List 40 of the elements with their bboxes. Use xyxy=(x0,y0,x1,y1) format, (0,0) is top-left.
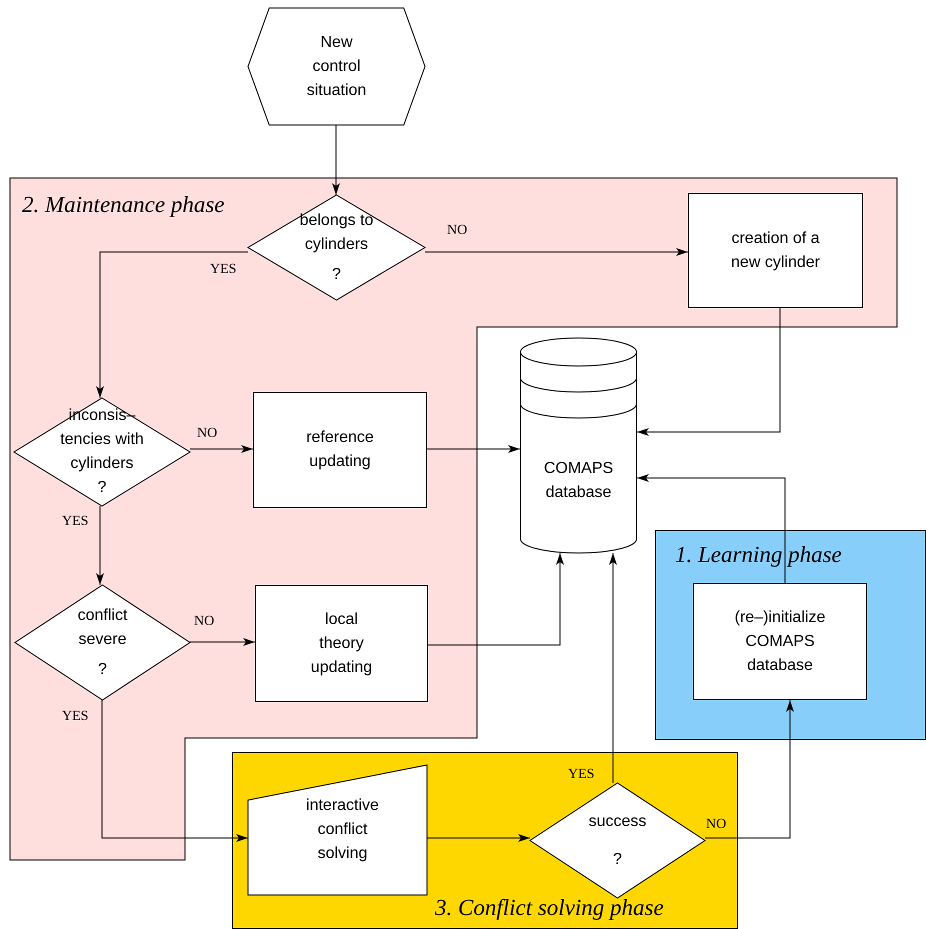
node-label: creation of a new cylinder xyxy=(730,228,821,272)
edge-label: YES xyxy=(62,514,88,530)
node-label: ? xyxy=(612,850,623,870)
phase-heading: 1. Learning phase xyxy=(675,542,842,568)
edge-label: NO xyxy=(706,817,726,833)
arrow xyxy=(190,445,254,453)
arrow xyxy=(424,248,688,256)
arrow xyxy=(609,552,617,784)
arrow xyxy=(428,552,564,646)
node-label: inconsis– tencies with cylinders xyxy=(59,406,145,474)
edge-label: NO xyxy=(447,223,468,239)
node-label: reference updating xyxy=(305,428,375,472)
edge-label: YES xyxy=(568,767,594,783)
node-label: COMAPS database xyxy=(542,458,614,502)
phase-heading: 2. Maintenance phase xyxy=(22,192,224,218)
phase-heading: 3. Conflict solving phase xyxy=(435,895,664,921)
arrow xyxy=(96,252,248,398)
node-label: interactive conflict solving xyxy=(305,796,380,864)
node-label: ? xyxy=(331,264,342,284)
node-label: New control situation xyxy=(306,32,368,100)
arrow xyxy=(190,638,256,646)
node-label: success xyxy=(588,812,648,832)
edge-label: YES xyxy=(210,262,236,278)
edge-label: NO xyxy=(194,614,214,630)
edge-label: NO xyxy=(197,426,218,442)
arrow xyxy=(102,700,248,842)
arrow xyxy=(704,700,794,838)
arrow xyxy=(636,308,780,436)
arrow xyxy=(426,445,520,453)
node-label: belongs to cylinders xyxy=(298,210,374,254)
node-label: ? xyxy=(97,660,108,680)
arrow xyxy=(96,506,104,586)
arrow xyxy=(636,474,786,584)
arrow xyxy=(426,834,530,842)
node-label: local theory updating xyxy=(310,610,374,678)
node-label: conflict severe xyxy=(76,606,128,650)
node-label: (re–)initialize COMAPS database xyxy=(734,608,826,676)
node-label: ? xyxy=(96,478,108,498)
edge-label: YES xyxy=(62,709,88,725)
arrow xyxy=(332,124,340,196)
